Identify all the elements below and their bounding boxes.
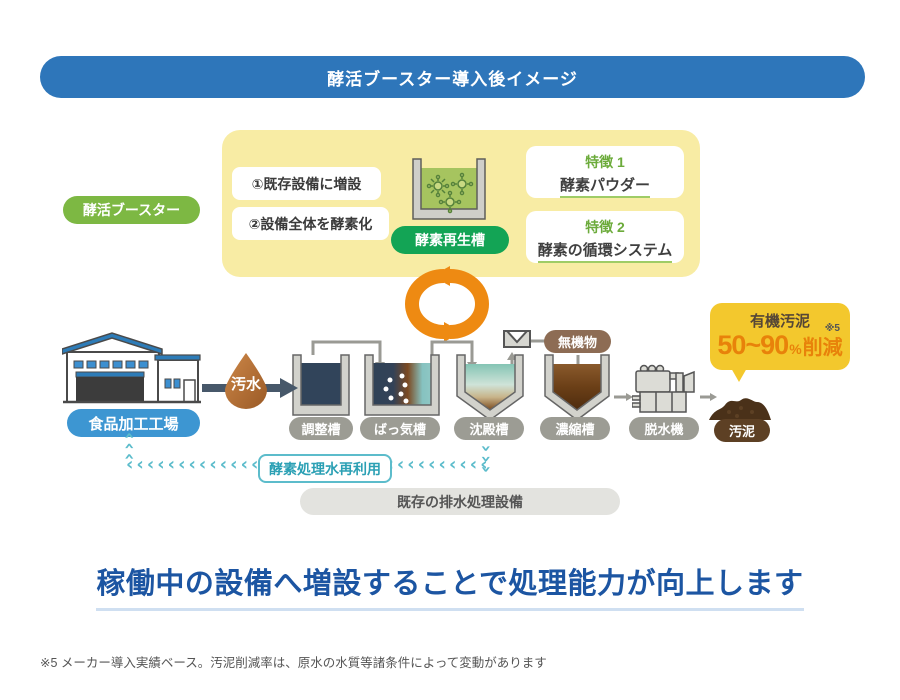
callout-title: 有機汚泥 (749, 313, 810, 330)
cycle-arrows-icon (405, 266, 489, 342)
tank-bakki-icon (364, 354, 440, 416)
callout-suffix: 削減 (802, 337, 843, 359)
point1-label: ①既存設備に増設 (251, 175, 362, 192)
label-bakkisou-text: ばっ気槽 (373, 422, 426, 437)
drop-label: 汚水 (223, 373, 269, 394)
inorganic-label-pill: 無機物 (544, 330, 611, 353)
reduction-callout: 有機汚泥 50~90 % 削減 ※5 (710, 303, 850, 370)
callout-note-ref: ※5 (824, 323, 840, 334)
sludge-pile-icon (709, 398, 771, 420)
factory-icon (62, 332, 201, 404)
tank-noushuku-icon (544, 354, 610, 421)
label-chindensou-text: 沈殿槽 (469, 422, 509, 437)
factory-label-pill: 食品加工工場 (67, 409, 200, 437)
feature1-title: 特徴 1 (585, 154, 625, 170)
point2-label: ②設備全体を酵素化 (248, 215, 373, 232)
regen-tank-label: 酵素再生槽 (415, 232, 485, 248)
factory-label: 食品加工工場 (88, 415, 179, 433)
booster-label-pill: 酵活ブースター (63, 196, 200, 224)
regen-tank-icon (412, 158, 486, 220)
callout-percent: % (789, 341, 802, 357)
headline-wrap: 稼働中の設備へ増設することで処理能力が向上します (0, 560, 900, 611)
callout-tail (731, 368, 747, 382)
label-dassuiki: 脱水機 (629, 417, 699, 440)
point2-box: ②設備全体を酵素化 (232, 207, 389, 240)
feature2-title: 特徴 2 (585, 219, 625, 235)
label-chindensou: 沈殿槽 (454, 417, 524, 440)
booster-label: 酵活ブースター (82, 202, 181, 218)
callout-value-line: 50~90 % 削減 (710, 330, 850, 361)
reuse-label-box: 酵素処理水再利用 (258, 454, 392, 483)
label-dassuiki-text: 脱水機 (644, 422, 684, 437)
footnote: ※5 メーカー導入実績ベース。汚泥削減率は、原水の水質等諸条件によって変動があり… (40, 656, 547, 670)
label-noushukusou: 濃縮槽 (540, 417, 610, 440)
label-chouseisou-text: 調整槽 (301, 422, 341, 437)
label-bakkisou: ばっ気槽 (360, 417, 440, 440)
funnel-icon (503, 330, 531, 348)
feature2-box: 特徴 2 酵素の循環システム (526, 211, 684, 263)
headline: 稼働中の設備へ増設することで処理能力が向上します (96, 560, 804, 611)
existing-equipment-label: 既存の排水処理設備 (397, 493, 523, 510)
dewater-machine-icon (632, 364, 695, 413)
feature1-box: 特徴 1 酵素パウダー (526, 146, 684, 198)
regen-tank-label-pill: 酵素再生槽 (391, 226, 509, 254)
label-chouseisou: 調整槽 (289, 417, 353, 440)
point1-box: ①既存設備に増設 (232, 167, 381, 200)
tank-chinden-icon (456, 354, 524, 421)
drop-label-text: 汚水 (230, 376, 261, 393)
feature2-name: 酵素の循環システム (537, 239, 673, 263)
sewage-drop-icon (225, 353, 267, 409)
tank-chousei-icon (292, 354, 350, 416)
label-odei: 汚泥 (714, 419, 770, 442)
reuse-label: 酵素処理水再利用 (269, 460, 381, 477)
header-banner: 酵活ブースター導入後イメージ (40, 56, 865, 98)
label-odei-text: 汚泥 (728, 424, 755, 439)
callout-value: 50~90 (717, 330, 789, 360)
feature1-name: 酵素パウダー (559, 174, 650, 198)
label-noushukusou-text: 濃縮槽 (555, 422, 595, 437)
inorganic-label: 無機物 (557, 335, 597, 350)
existing-equipment-bar: 既存の排水処理設備 (300, 488, 620, 515)
page-title: 酵活ブースター導入後イメージ (327, 69, 578, 89)
